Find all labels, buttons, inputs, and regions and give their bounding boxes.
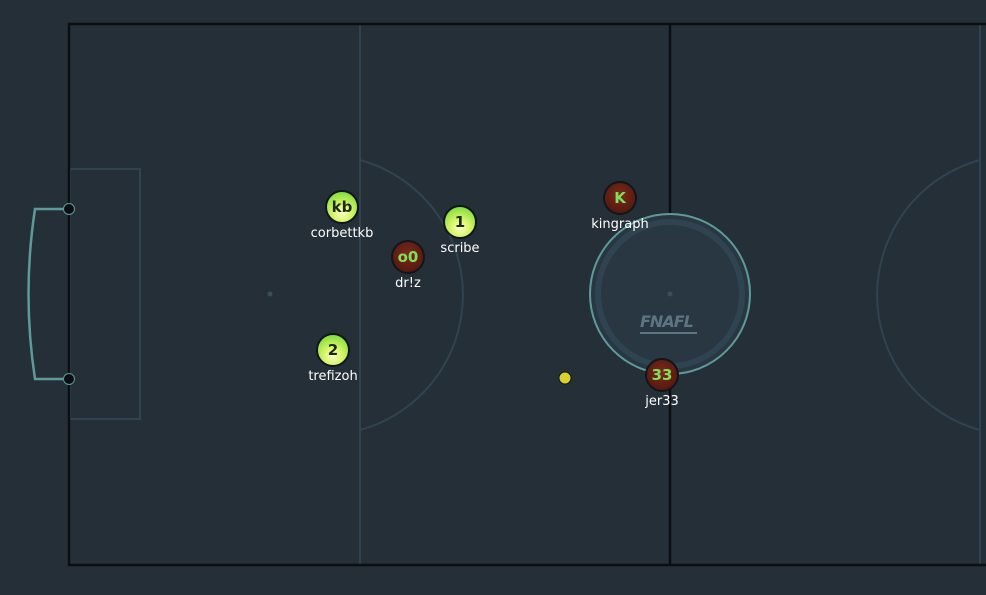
player-name-corbettkb: corbettkb (310, 226, 374, 241)
player-name-scribe: scribe (440, 241, 480, 256)
penalty-box (69, 168, 141, 420)
ball (558, 371, 572, 385)
player-jer33[interactable]: 33 (645, 358, 679, 392)
player-scribe[interactable]: 1 (443, 205, 477, 239)
player-kingraph[interactable]: K (603, 181, 637, 215)
player-driz[interactable]: o0 (391, 240, 425, 274)
field-boundary (67, 22, 986, 567)
goal-post-top (63, 203, 75, 215)
arc-right (876, 159, 981, 431)
spot-left (267, 291, 273, 297)
arc-left (359, 159, 464, 431)
center-spot (667, 291, 673, 297)
goal-post-bottom (63, 373, 75, 385)
goal-net (27, 207, 69, 381)
field-logo: FNAFL (640, 312, 694, 331)
player-name-kingraph: kingraph (591, 217, 649, 232)
player-name-driz: dr!z (395, 276, 421, 291)
player-name-trefizoh: trefizoh (308, 369, 358, 384)
player-trefizoh[interactable]: 2 (316, 333, 350, 367)
player-name-jer33: jer33 (645, 394, 679, 409)
player-corbettkb[interactable]: kb (325, 190, 359, 224)
